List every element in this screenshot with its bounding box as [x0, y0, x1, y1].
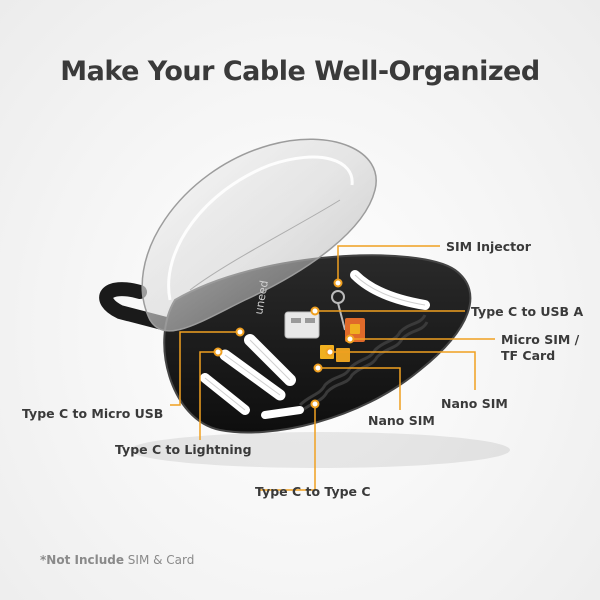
- lid-highlight: [167, 155, 354, 301]
- usb-a-connector: [284, 311, 320, 339]
- label-type-c-lightning: Type C to Lightning: [115, 442, 252, 457]
- micro-sim-chip: [350, 324, 360, 334]
- label-type-c-type-c: Type C to Type C: [255, 484, 371, 499]
- disclaimer-prefix: *Not Include: [40, 553, 124, 567]
- coiled-cable: [298, 314, 429, 414]
- disclaimer-note: *Not Include SIM & Card: [40, 553, 194, 567]
- brand-text: uneed: [252, 279, 271, 315]
- callout-dots: [213, 278, 355, 409]
- type-c-short-cable: [200, 373, 250, 415]
- label-sim-injector: SIM Injector: [446, 239, 531, 254]
- nano-sim-card-2: [336, 348, 350, 362]
- case-rim: [163, 254, 472, 434]
- label-nano-sim-center: Nano SIM: [368, 413, 435, 428]
- label-nano-sim-right: Nano SIM: [441, 396, 508, 411]
- type-c-usb-a-cable: [350, 270, 430, 310]
- label-type-c-micro-usb: Type C to Micro USB: [22, 406, 164, 421]
- lightning-cable: [219, 349, 286, 401]
- sim-injector: [331, 290, 346, 331]
- disclaimer-suffix: SIM & Card: [123, 553, 195, 567]
- coiled-cable-end: [261, 406, 304, 419]
- case-shadow: [130, 432, 510, 468]
- callout-lines: [170, 245, 495, 491]
- strap-loop: [99, 282, 177, 332]
- micro-usb-cable: [244, 334, 296, 386]
- page-title: Make Your Cable Well-Organized: [60, 56, 540, 87]
- lid-inner-edge: [189, 199, 341, 291]
- label-micro-sim-line2: TF Card: [501, 348, 556, 363]
- label-micro-sim-line1: Micro SIM /: [501, 332, 580, 347]
- label-type-c-usb-a: Type C to USB A: [471, 304, 584, 319]
